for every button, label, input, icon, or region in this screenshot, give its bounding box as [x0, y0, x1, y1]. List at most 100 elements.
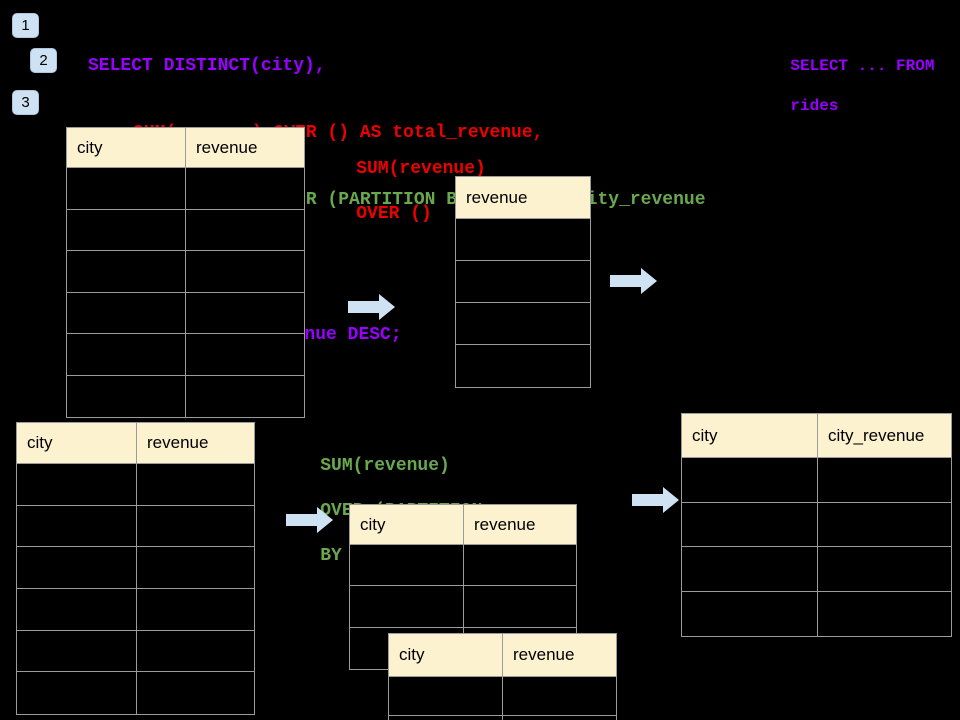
table-cell	[818, 592, 951, 637]
arrow-right-icon	[632, 487, 679, 513]
table-cell	[186, 334, 304, 375]
column-header: revenue	[513, 645, 575, 664]
column-header: city	[17, 423, 137, 463]
table-cell	[137, 547, 254, 588]
table-row	[350, 586, 576, 628]
table-cell	[818, 458, 951, 502]
arrow-head	[641, 268, 657, 294]
table-row	[67, 375, 304, 418]
table-row	[682, 591, 951, 637]
table-cell	[682, 502, 818, 546]
table-partition-step-overlay: city revenue	[388, 633, 617, 720]
table-row	[67, 209, 304, 251]
table-row	[17, 589, 254, 631]
sql-line-select: SELECT DISTINCT(city),	[88, 55, 326, 76]
side-note-line: SELECT ... FROM	[790, 57, 935, 75]
table-row	[456, 303, 590, 345]
table-row	[682, 547, 951, 592]
table-cell	[67, 168, 186, 209]
step-badge-1: 1	[12, 13, 39, 38]
table-cell	[503, 677, 616, 715]
table-cell	[389, 677, 503, 715]
table-cell	[682, 547, 818, 591]
annotation-line: OVER ()	[356, 203, 432, 224]
table-row	[456, 345, 590, 387]
table-cell	[456, 261, 590, 302]
table-cell	[17, 464, 137, 505]
table-cell	[818, 503, 951, 547]
annotation-line: SUM(revenue)	[356, 158, 486, 179]
arrow-head	[663, 487, 679, 513]
table-row	[17, 505, 254, 548]
table-row	[456, 219, 590, 261]
table-cell	[67, 375, 186, 417]
table-cell	[186, 210, 304, 251]
table-row	[682, 502, 951, 547]
table-cell	[464, 545, 576, 585]
table-row	[17, 672, 254, 715]
table-cell	[464, 586, 576, 626]
table-row	[67, 251, 304, 293]
table-cell	[818, 547, 951, 591]
table-row	[682, 458, 951, 503]
table-cell	[17, 505, 137, 547]
table-cell	[503, 716, 616, 720]
column-header: city	[350, 505, 464, 544]
table-cell	[17, 547, 137, 589]
table-cell	[456, 219, 590, 260]
arrow-right-icon	[610, 268, 657, 294]
table-cell	[456, 303, 590, 344]
table-row	[389, 677, 616, 716]
arrow-shaft	[348, 301, 379, 313]
table-cell	[186, 168, 304, 209]
arrow-head	[317, 507, 333, 533]
table-cell	[456, 345, 590, 387]
side-note-select-from: SELECT ... FROM rides	[752, 36, 934, 136]
arrow-head	[379, 294, 395, 320]
table-cell	[137, 672, 254, 714]
table-cell	[17, 589, 137, 630]
arrow-right-icon	[348, 294, 395, 320]
table-cell	[67, 292, 186, 333]
arrow-shaft	[610, 275, 641, 287]
table-cell	[137, 506, 254, 547]
column-header: revenue	[196, 137, 258, 157]
table-header-row: revenue	[456, 177, 590, 219]
column-header: city	[389, 634, 503, 676]
table-cell	[67, 209, 186, 250]
arrow-shaft	[632, 494, 663, 506]
table-cell	[350, 586, 464, 627]
table-cell	[389, 716, 503, 720]
table-header-row: city revenue	[350, 505, 576, 545]
total-revenue-annotation: SUM(revenue) OVER ()	[313, 135, 486, 248]
table-row	[17, 547, 254, 590]
column-header: revenue	[474, 514, 536, 534]
table-cell	[682, 591, 818, 636]
step-badge-3: 3	[12, 90, 39, 115]
table-row	[67, 168, 304, 210]
table-row	[67, 334, 304, 376]
table-header-row: city revenue	[389, 634, 616, 677]
table-row	[456, 261, 590, 303]
table-cell	[67, 334, 186, 375]
step-badge-2: 2	[30, 48, 57, 73]
table-cell	[682, 458, 818, 502]
table-cell	[186, 251, 304, 292]
table-cell	[350, 545, 464, 586]
table-cell	[186, 376, 304, 418]
arrow-right-icon	[286, 507, 333, 533]
table-row	[17, 464, 254, 506]
table-cell	[137, 464, 254, 505]
table-total-revenue-result: revenue	[455, 176, 591, 388]
column-header: revenue	[466, 187, 528, 207]
table-row	[389, 716, 616, 720]
table-cell	[186, 293, 304, 334]
annotation-line: SUM(revenue)	[320, 455, 450, 476]
